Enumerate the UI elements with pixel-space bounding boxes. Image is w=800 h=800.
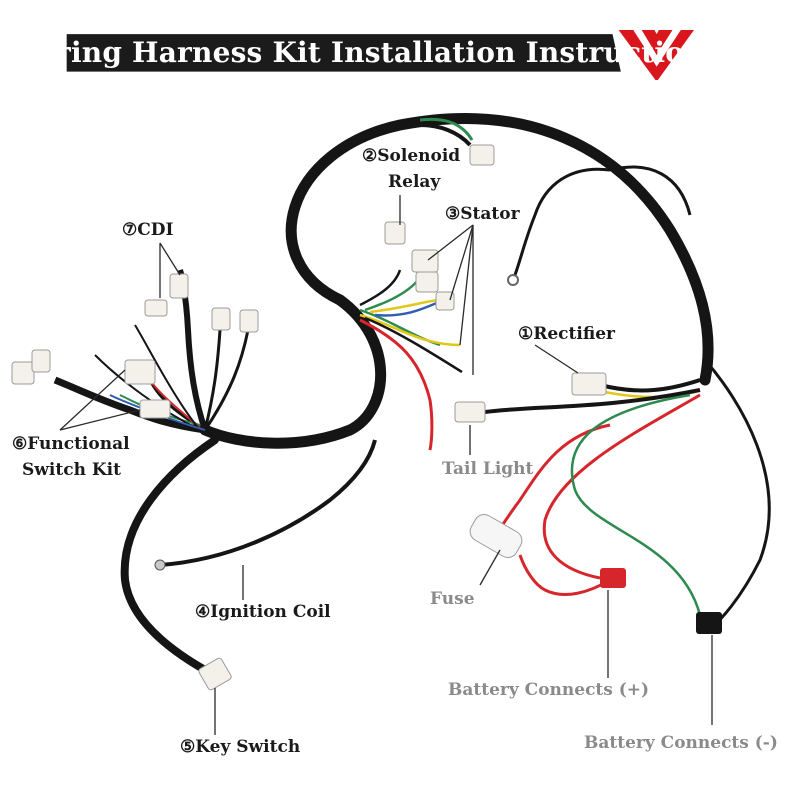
key-switch-connector <box>198 657 232 691</box>
relay-connector <box>384 221 406 245</box>
cdi-connectors <box>144 273 189 317</box>
ground-ring-terminal <box>507 274 519 286</box>
banner-bar <box>66 34 621 72</box>
key-switch-harness <box>120 436 219 674</box>
label-switch-kit: Switch Kit <box>22 460 121 480</box>
ignition-coil-wire <box>159 439 377 567</box>
solenoid-wire <box>419 117 474 141</box>
header-banner <box>66 30 694 80</box>
battery-positive-terminal <box>600 568 626 588</box>
page-title: Wiring Harness Kit Installation Instruct… <box>14 36 705 69</box>
harness-lower-trunk <box>199 294 387 449</box>
ground-wire <box>513 167 611 276</box>
stator-connectors <box>411 249 455 311</box>
label-battery-positive: Battery Connects (+) <box>448 680 650 700</box>
label-relay: Relay <box>388 172 441 192</box>
logo-chevron-icon <box>618 30 694 80</box>
label-cdi: ⑦CDI <box>122 220 174 240</box>
label-tail-light: Tail Light <box>442 459 534 479</box>
main-harness-loop <box>285 113 714 386</box>
label-functional: ⑥Functional <box>12 434 130 454</box>
label-stator: ③Stator <box>445 204 520 224</box>
tail-light-red-wire <box>359 318 434 451</box>
leader-lines <box>59 195 713 735</box>
label-battery-negative: Battery Connects (-) <box>584 733 778 753</box>
label-key-switch: ⑤Key Switch <box>180 737 301 757</box>
rectifier-connector <box>571 372 607 396</box>
battery-negative-terminal <box>696 612 722 634</box>
functional-switch-connectors <box>11 307 259 419</box>
battery-positive-wire <box>542 393 701 580</box>
label-ignition-coil: ④Ignition Coil <box>195 602 331 622</box>
label-solenoid: ②Solenoid <box>362 146 461 166</box>
fuse-holder <box>469 514 523 558</box>
label-fuse: Fuse <box>430 589 475 609</box>
tail-light-connector <box>454 401 486 423</box>
battery-negative-wire <box>703 359 771 630</box>
label-rectifier: ①Rectifier <box>518 324 615 344</box>
solenoid-connector <box>469 144 495 166</box>
